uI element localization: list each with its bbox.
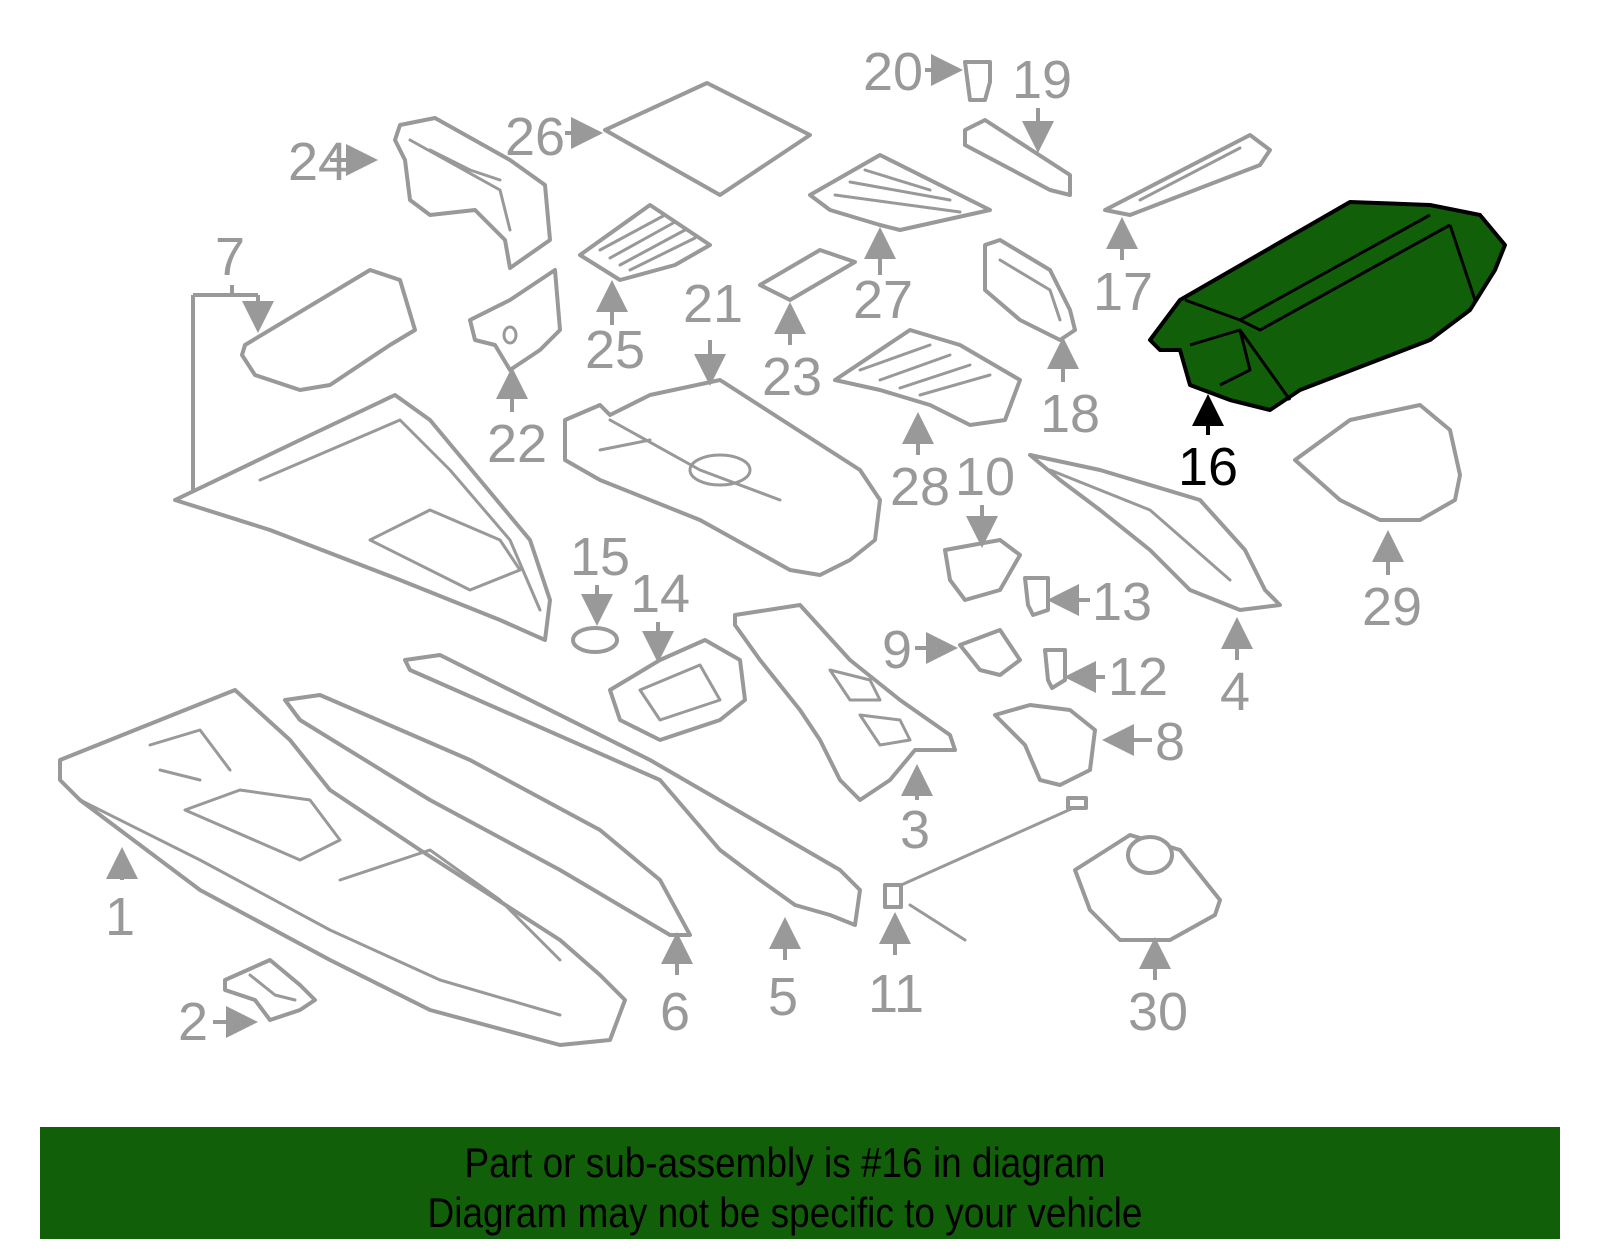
part-24-storage-tray[interactable]: [393, 116, 552, 270]
callout-20: 20: [863, 42, 923, 102]
part-16-armrest-assembly[interactable]: [1148, 200, 1507, 412]
callout-29: 29: [1362, 577, 1422, 637]
part-8-bin[interactable]: [993, 703, 1097, 787]
info-banner: Part or sub-assembly is #16 in diagram D…: [40, 1127, 1560, 1239]
banner-line-2: Diagram may not be specific to your vehi…: [427, 1189, 1143, 1236]
callout-5: 5: [768, 967, 798, 1027]
callout-4: 4: [1220, 662, 1250, 722]
part-2-bracket[interactable]: [223, 958, 317, 1022]
callout-18: 18: [1040, 384, 1100, 444]
callout-2: 2: [178, 992, 208, 1052]
part-11-cable[interactable]: [883, 796, 1088, 942]
callout-15: 15: [570, 527, 630, 587]
callout-6: 6: [660, 982, 690, 1042]
parts-diagram: 1 2 3 4 5 6 7 8: [58, 42, 1507, 1052]
callout-14: 14: [630, 564, 690, 624]
callout-28: 28: [890, 457, 950, 517]
part-18-module[interactable]: [983, 238, 1077, 342]
part-5-side-panel[interactable]: [403, 653, 862, 927]
callout-1: 1: [105, 887, 135, 947]
part-26-mat[interactable]: [603, 81, 812, 197]
part-14-switch-panel[interactable]: [608, 638, 747, 742]
part-19-switch[interactable]: [963, 118, 1072, 197]
callout-10: 10: [955, 447, 1015, 507]
callout-12: 12: [1108, 647, 1168, 707]
part-21-carrier[interactable]: [563, 378, 882, 577]
callout-26: 26: [505, 107, 565, 167]
callout-19: 19: [1012, 50, 1072, 110]
callout-11: 11: [868, 964, 924, 1024]
part-3-center-trim[interactable]: [733, 603, 957, 802]
callout-7: 7: [215, 227, 245, 287]
part-28-mat[interactable]: [833, 328, 1022, 427]
part-13-clip[interactable]: [1023, 576, 1050, 617]
part-1-console-base[interactable]: [58, 688, 627, 1047]
part-4-side-trim[interactable]: [1028, 453, 1282, 612]
part-25-mat[interactable]: [578, 203, 712, 282]
leader-7: [191, 285, 258, 490]
part-17-trim-strip[interactable]: [1103, 133, 1272, 217]
callout-17: 17: [1093, 262, 1153, 322]
part-20-knob[interactable]: [963, 60, 992, 102]
callout-27: 27: [853, 270, 913, 330]
part-30-controller[interactable]: [1073, 833, 1222, 942]
callout-8: 8: [1155, 712, 1185, 772]
part-12-clip[interactable]: [1043, 648, 1067, 690]
callout-13: 13: [1092, 572, 1152, 632]
part-29-armrest-cover[interactable]: [1293, 403, 1462, 522]
callout-16: 16: [1178, 437, 1238, 497]
part-7-trim-panel[interactable]: [173, 268, 552, 642]
callout-25: 25: [585, 320, 645, 380]
part-22-bracket[interactable]: [468, 268, 562, 372]
part-15-ring[interactable]: [571, 626, 619, 654]
callout-22: 22: [487, 414, 547, 474]
part-27-mat[interactable]: [808, 153, 992, 232]
callout-9: 9: [882, 620, 912, 680]
callout-3: 3: [900, 800, 930, 860]
callout-30: 30: [1128, 982, 1188, 1042]
callout-21: 21: [683, 274, 743, 334]
part-10-tray[interactable]: [943, 538, 1022, 602]
part-9-insert[interactable]: [958, 628, 1022, 677]
banner-line-1: Part or sub-assembly is #16 in diagram: [464, 1139, 1106, 1186]
part-23-pad[interactable]: [758, 248, 857, 302]
callout-23: 23: [762, 347, 822, 407]
